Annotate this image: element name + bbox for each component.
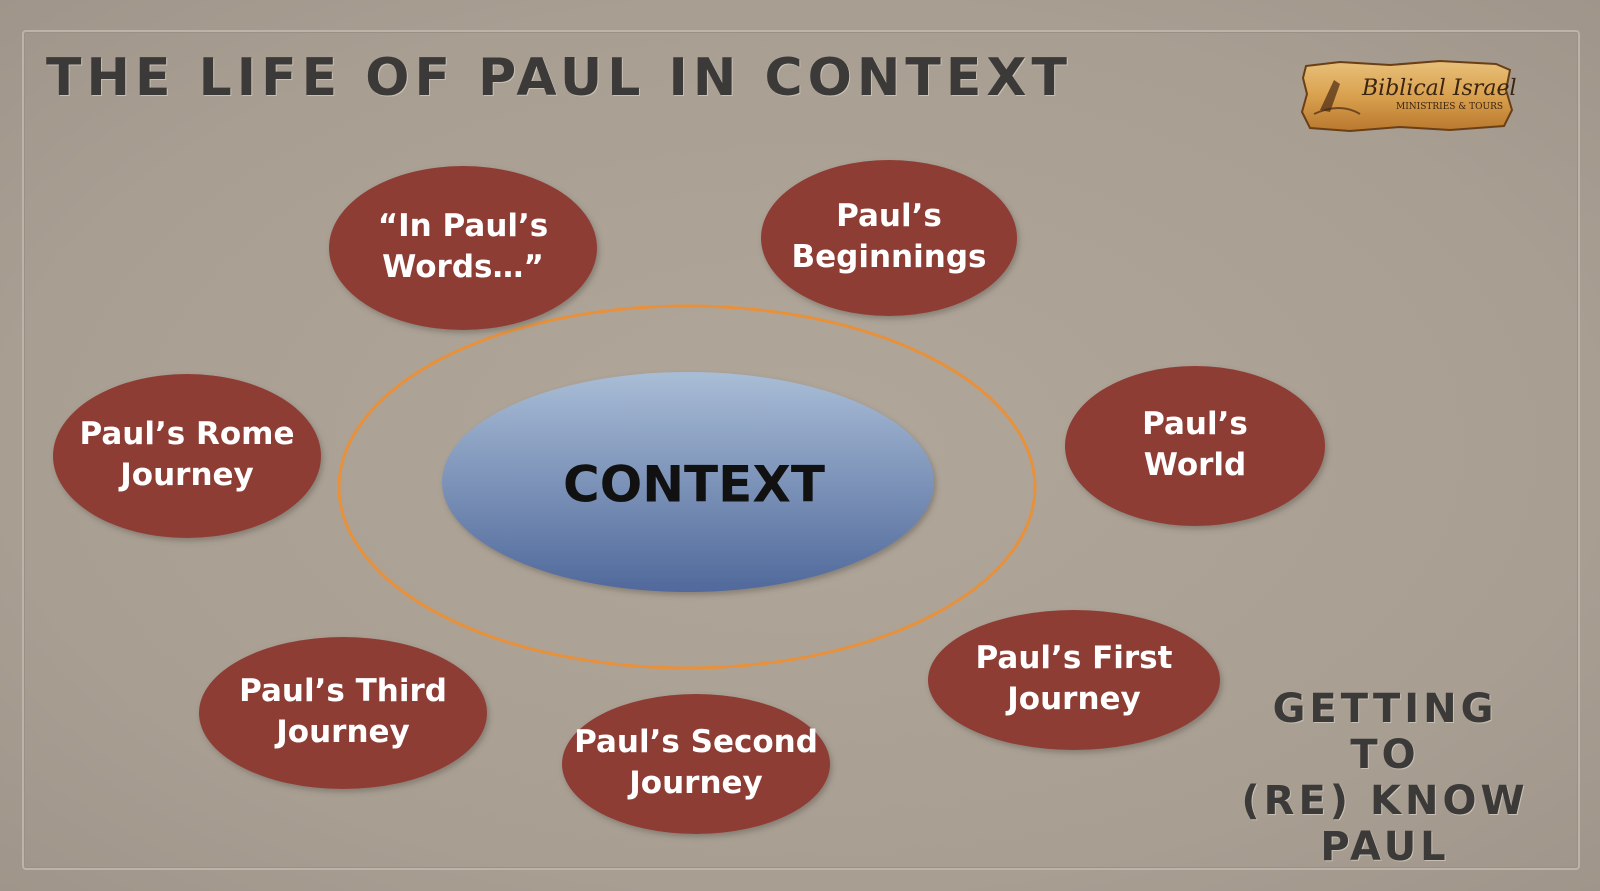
node-label: Journey — [274, 714, 410, 750]
center-ellipse — [442, 372, 934, 592]
node-label: Paul’s — [836, 198, 942, 234]
node-ellipse — [761, 160, 1017, 316]
slide-subtitle: GETTING TO (RE) KNOW PAUL — [1230, 686, 1540, 870]
node-label: Paul’s Third — [239, 673, 447, 709]
node-label: Paul’s First — [976, 640, 1173, 676]
node-ellipse — [562, 694, 830, 834]
node-label: “In Paul’s — [378, 208, 549, 244]
node-ellipse — [928, 610, 1220, 750]
node-label: Journey — [627, 765, 763, 801]
slide-frame — [22, 30, 1580, 870]
biblical-israel-logo: Biblical Israel MINISTRIES & TOURS — [1300, 59, 1517, 133]
subtitle-line: GETTING TO — [1272, 686, 1498, 778]
slide-title: THE LIFE OF PAUL IN CONTEXT — [46, 48, 1072, 108]
logo-title: Biblical Israel — [1362, 76, 1517, 101]
center-label: CONTEXT — [563, 456, 825, 514]
node-label: Beginnings — [792, 239, 987, 275]
node-label: Words…” — [382, 249, 544, 285]
node-label: Paul’s Rome — [79, 416, 294, 452]
node-label: Journey — [118, 457, 254, 493]
node-ellipse — [53, 374, 321, 538]
node-ellipse — [199, 637, 487, 789]
node-label: Paul’s Second — [574, 724, 818, 760]
parchment-logo-icon — [1300, 59, 1514, 133]
context-ring — [337, 304, 1037, 670]
node-label: World — [1144, 447, 1247, 483]
node-label: Journey — [1005, 681, 1141, 717]
subtitle-line: PAUL — [1320, 824, 1450, 870]
subtitle-line: (RE) KNOW — [1241, 778, 1529, 824]
node-ellipse — [1065, 366, 1325, 526]
node-label: Paul’s — [1142, 406, 1248, 442]
outer-nodes: “In Paul’sWords…”Paul’sBeginningsPaul’sW… — [53, 160, 1325, 834]
center-node: CONTEXT — [442, 372, 934, 592]
node-ellipse — [329, 166, 597, 330]
logo-subtitle: MINISTRIES & TOURS — [1396, 102, 1504, 112]
